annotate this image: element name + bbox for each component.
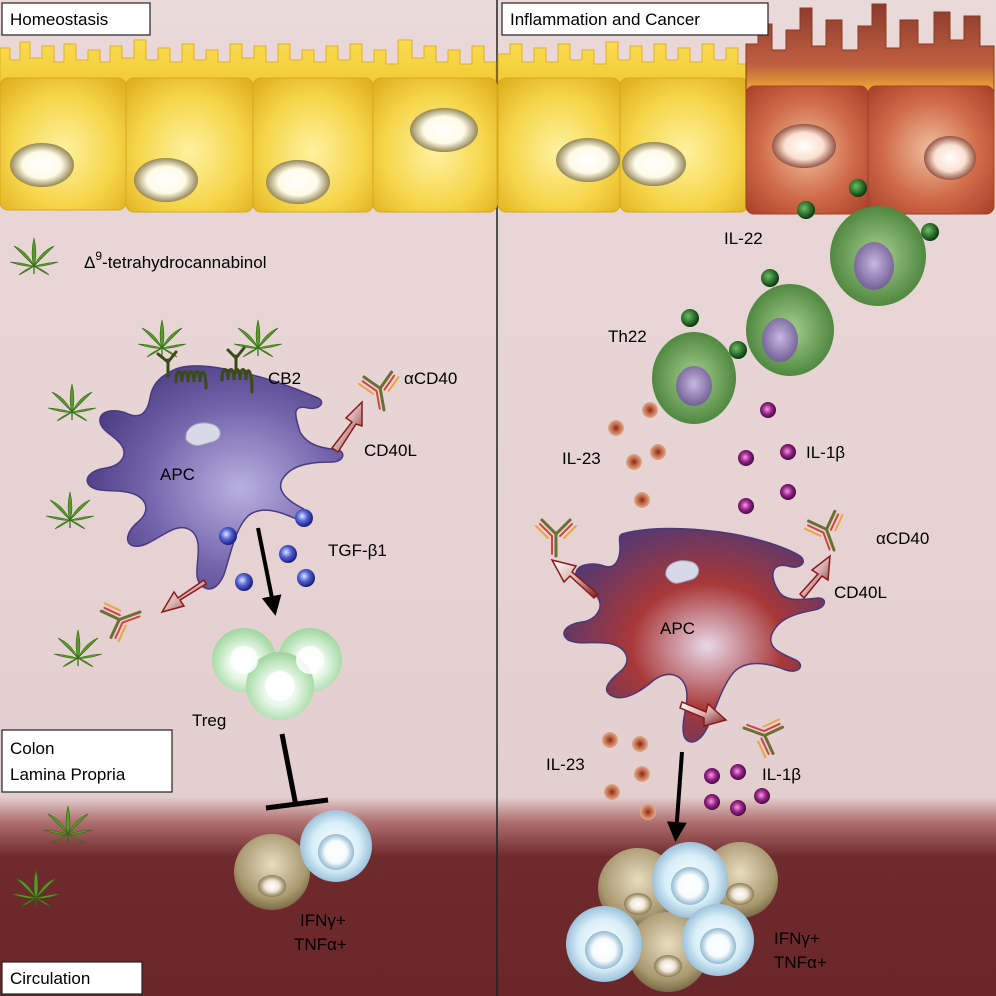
il1b-molecules-top — [738, 402, 796, 514]
thc-legend-label: Δ9-tetrahydrocannabinol — [84, 249, 267, 272]
nucleus — [10, 143, 74, 187]
cd40l-arrow — [679, 700, 728, 727]
il22-label: IL-22 — [724, 229, 763, 248]
cd40l-label-right: CD40L — [834, 583, 887, 602]
ifng-label-left: IFNγ+ — [300, 911, 346, 930]
apc-nucleus — [185, 422, 221, 447]
nucleus — [772, 124, 836, 168]
treg-label: Treg — [192, 711, 226, 730]
cd40l-label-left: CD40L — [364, 441, 417, 460]
nucleus — [410, 108, 478, 152]
th22-label: Th22 — [608, 327, 647, 346]
apc-nucleus — [665, 560, 699, 584]
nucleus — [556, 138, 620, 182]
il1b-molecules-bottom — [704, 764, 770, 816]
apc-label-left: APC — [160, 465, 195, 484]
il1b-label-top: IL-1β — [806, 443, 845, 462]
nucleus — [134, 158, 198, 202]
tissue-label-box — [1, 729, 173, 793]
cb2-label: CB2 — [268, 369, 301, 388]
effector-t-cells-right — [566, 842, 778, 992]
nucleus — [622, 142, 686, 186]
right-panel: Inflammation and Cancer IL-22 Th22 — [497, 2, 995, 992]
circulation-label: Circulation — [10, 969, 90, 988]
tgf-beta1-molecules — [219, 509, 315, 591]
cb2-receptor — [156, 346, 254, 394]
cd40l-arrow — [330, 400, 363, 454]
il23-label-bottom: IL-23 — [546, 755, 585, 774]
left-panel: Homeostasis Δ9-tetrahydrocannabinol CB2 … — [0, 2, 498, 995]
tnfa-label-left: TNFα+ — [294, 935, 347, 954]
apc-label-right: APC — [660, 619, 695, 638]
right-healthy-epithelium — [497, 41, 749, 213]
cd40l-arrow — [798, 554, 831, 600]
inflammation-title-box — [501, 2, 769, 36]
acd40-label-left: αCD40 — [404, 369, 457, 388]
il23-molecules-top — [608, 402, 666, 508]
treg-inhibition-bar — [265, 733, 329, 811]
cd40l-arrow — [550, 558, 600, 600]
il1b-label-bottom: IL-1β — [762, 765, 801, 784]
apc-to-treg-arrow — [256, 527, 282, 616]
ifng-label-right: IFNγ+ — [774, 929, 820, 948]
inflammation-title: Inflammation and Cancer — [510, 10, 700, 29]
il23-label-top: IL-23 — [562, 449, 601, 468]
homeostasis-title-box — [1, 2, 151, 36]
apc-cell-right — [563, 527, 826, 743]
cd40l-arrow — [160, 578, 207, 614]
tnfa-label-right: TNFα+ — [774, 953, 827, 972]
treg-cells — [212, 628, 342, 720]
effector-t-cells-left — [234, 810, 372, 910]
healthy-epithelium — [0, 39, 498, 213]
apc-cell-left — [86, 365, 344, 590]
th22-cells — [652, 206, 926, 424]
il22-molecules — [681, 179, 939, 359]
nucleus — [266, 160, 330, 204]
apc-to-effector-arrow — [666, 751, 687, 842]
acd40-label-right: αCD40 — [876, 529, 929, 548]
circulation-label-box — [1, 961, 143, 995]
colon-label: Colon — [10, 739, 54, 758]
lamina-propria-label: Lamina Propria — [10, 765, 126, 784]
tgf-beta1-label: TGF-β1 — [328, 541, 387, 560]
homeostasis-title: Homeostasis — [10, 10, 108, 29]
nucleus — [924, 136, 976, 180]
il23-molecules-bottom — [602, 732, 656, 820]
